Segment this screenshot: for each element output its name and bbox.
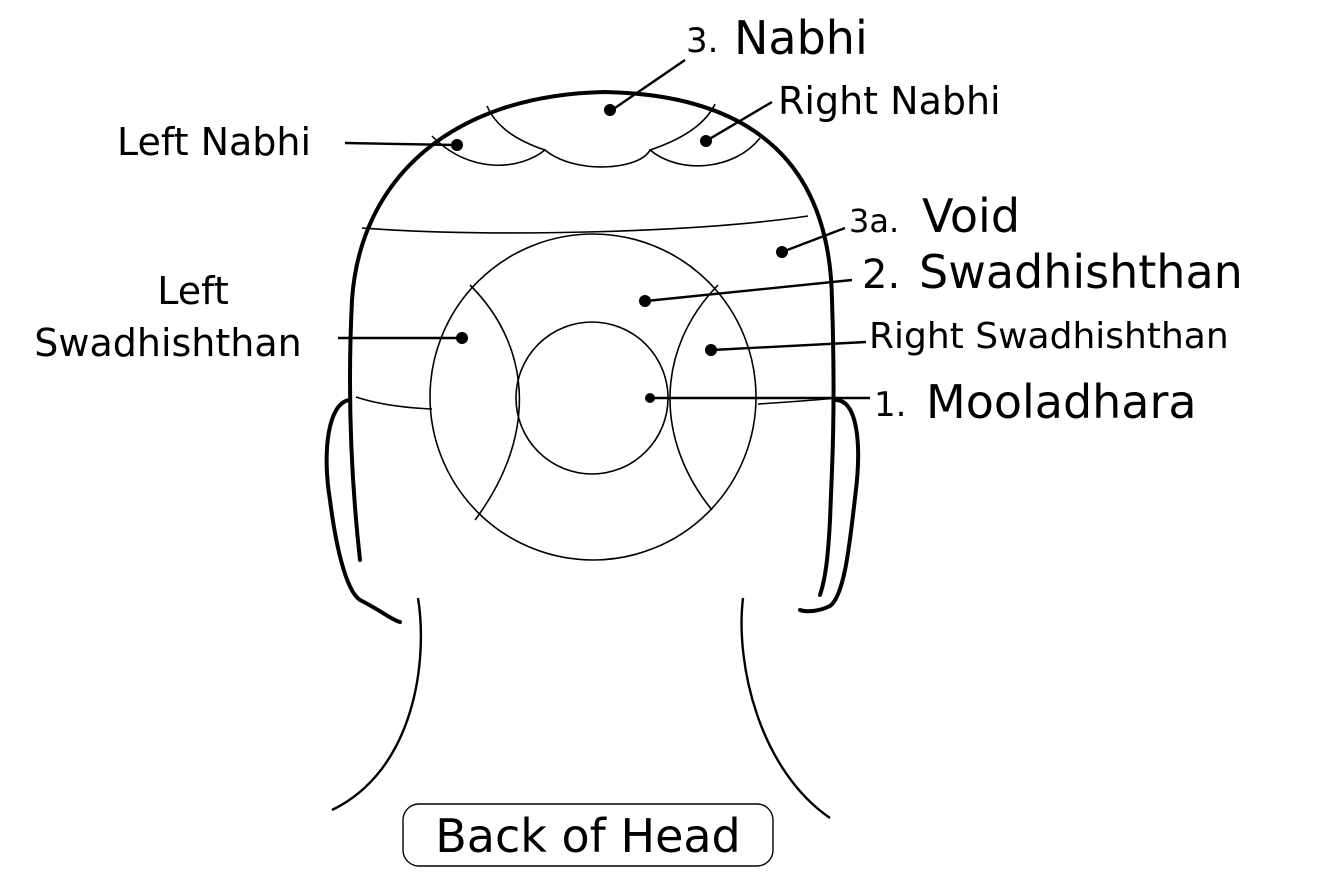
caption-text: Back of Head (435, 809, 741, 863)
neck-right (742, 598, 830, 818)
mooladhara-number: 1. (874, 385, 906, 425)
right-swadhishthan-label: Right Swadhishthan (869, 316, 1229, 357)
right-nabhi-dot (700, 135, 712, 147)
head-outline (350, 92, 833, 595)
nabhi-number: 3. (686, 21, 718, 61)
void-band-bottom (356, 397, 432, 409)
right-nabhi-label: Right Nabhi (778, 79, 1001, 123)
left-swadhishthan-arc (470, 285, 519, 520)
left-nabhi-label: Left Nabhi (117, 120, 311, 164)
left-swadhishthan-label-line1: Left (157, 269, 229, 313)
swadhishthan-number: 2. (862, 252, 900, 298)
void-dot (776, 246, 788, 258)
neck-left (332, 598, 421, 810)
left-nabhi-leader (345, 143, 455, 145)
right-swadhishthan-dot (705, 344, 717, 356)
swadhishthan-dot (639, 295, 651, 307)
left-ear (327, 400, 400, 622)
left-swadhishthan-label-line2: Swadhishthan (34, 321, 301, 365)
mooladhara-label: Mooladhara (926, 375, 1197, 429)
right-swadhishthan-leader (712, 342, 866, 350)
void-number: 3a. (849, 202, 899, 240)
nabhi-leader (612, 60, 685, 110)
mooladhara-dot (645, 393, 655, 403)
swadhishthan-label: Swadhishthan (919, 245, 1243, 299)
nabhi-label: Nabhi (734, 11, 868, 65)
swadhishthan-leader (646, 280, 852, 301)
void-band-top (362, 216, 808, 233)
nabhi-dot (604, 104, 616, 116)
void-leader (782, 228, 845, 252)
void-label: Void (922, 189, 1020, 243)
left-swadhishthan-dot (456, 332, 468, 344)
left-nabhi-dot (451, 139, 463, 151)
